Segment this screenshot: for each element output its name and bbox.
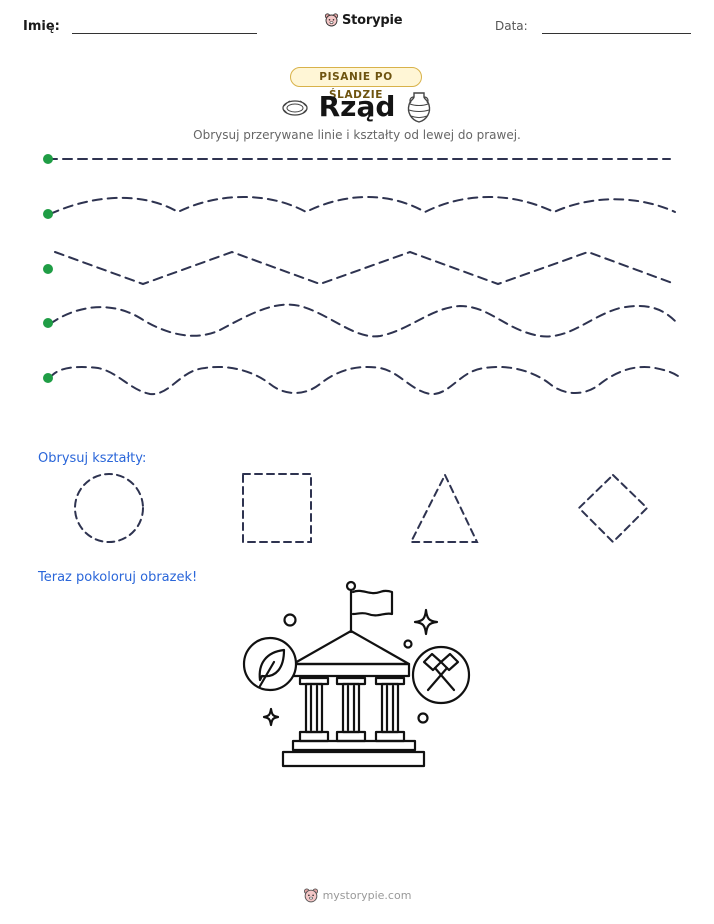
- trace-line-wave[interactable]: [49, 303, 679, 338]
- footer-url[interactable]: mystorypie.com: [322, 889, 412, 902]
- footer: mystorypie.com: [0, 887, 714, 904]
- trace-lines: [43, 154, 679, 396]
- name-label: Imię:: [23, 19, 60, 34]
- start-dot: [43, 154, 53, 164]
- trace-shape-diamond[interactable]: [577, 473, 649, 544]
- storypie-bear-icon: [324, 13, 339, 27]
- start-dot: [43, 264, 53, 274]
- start-dot: [43, 373, 53, 383]
- date-line: [542, 33, 691, 34]
- start-dot: [43, 318, 53, 328]
- rim-decoration-icon: [282, 100, 308, 116]
- trace-shapes: [74, 472, 649, 544]
- shapes-heading: Obrysuj kształty:: [38, 451, 147, 466]
- government-building-icon[interactable]: [240, 578, 475, 770]
- name-line: [72, 33, 257, 34]
- trace-line-zigzag[interactable]: [54, 250, 676, 286]
- worksheet-type-badge: PISANIE PO ŚLADZIE: [290, 67, 422, 101]
- logo-text: Storypie: [342, 12, 403, 28]
- storypie-logo: Storypie: [324, 12, 403, 28]
- worksheet-title: Rząd: [318, 90, 396, 123]
- trace-line-gentle-wave[interactable]: [49, 196, 676, 215]
- trace-shape-square[interactable]: [242, 473, 312, 543]
- coloring-heading: Teraz pokoloruj obrazek!: [38, 570, 198, 585]
- storypie-bear-icon: [303, 888, 318, 903]
- vase-icon: [407, 92, 431, 123]
- start-dot: [43, 209, 53, 219]
- instructions: Obrysuj przerywane linie i kształty od l…: [193, 128, 521, 142]
- trace-line-bumpy-wave[interactable]: [49, 366, 679, 396]
- date-label: Data:: [495, 19, 528, 33]
- trace-shape-triangle[interactable]: [409, 472, 479, 543]
- trace-shape-circle[interactable]: [74, 473, 144, 543]
